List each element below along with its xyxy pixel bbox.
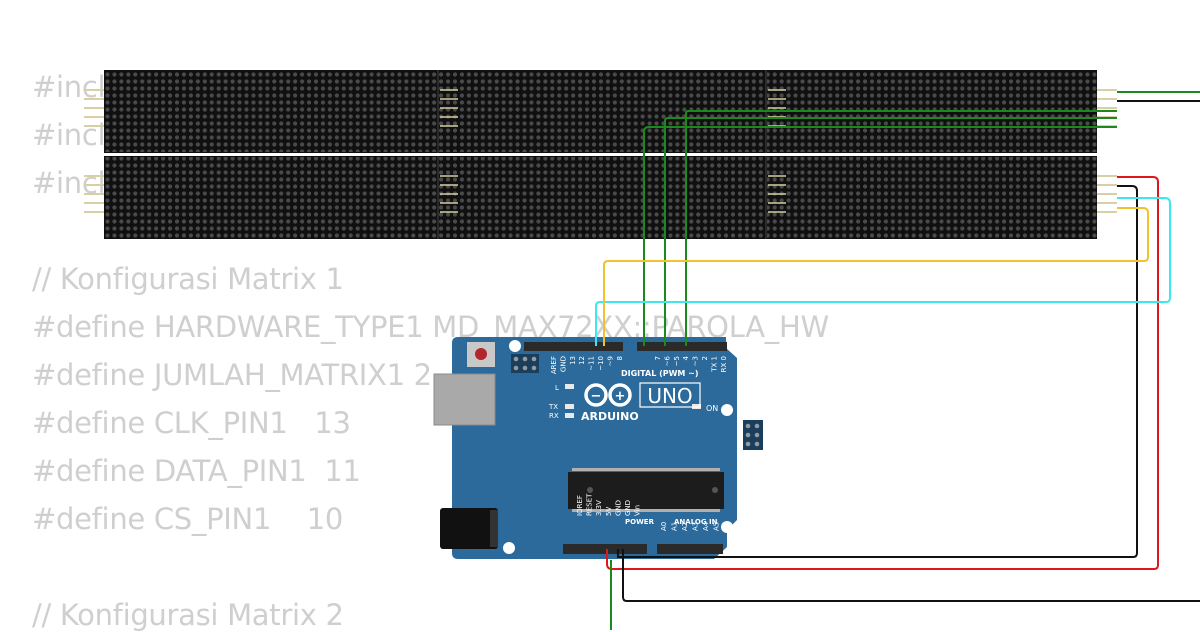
digital-header-left	[524, 342, 623, 351]
power-header	[563, 544, 647, 554]
led-tx	[565, 404, 574, 409]
pin-label: 7	[654, 356, 662, 360]
led-tx-label: TX	[548, 403, 558, 411]
pin-label: GND	[559, 356, 567, 372]
pin-label: 12	[578, 356, 586, 365]
pin-label: A0	[660, 522, 668, 531]
pin-label: A4	[702, 521, 710, 531]
pin-label: 4	[682, 355, 690, 360]
led-l	[565, 384, 574, 389]
usb-port	[433, 373, 496, 426]
pin-label: 5V	[605, 507, 613, 516]
svg-text:−: −	[591, 389, 602, 404]
digital-header-right	[637, 342, 727, 351]
code-line: #define HARDWARE_TYPE1 MD_MAX72XX::PAROL…	[32, 310, 829, 344]
matrix-1-right-pins	[1097, 89, 1117, 127]
pin-label: Vin	[634, 505, 642, 516]
pin-label: ~10	[597, 356, 605, 371]
pin-label: A3	[692, 522, 700, 531]
icsp-header	[511, 354, 539, 373]
led-rx	[565, 413, 574, 418]
pin-label: 3.3V	[595, 500, 603, 516]
wire-green[interactable]	[664, 117, 1117, 346]
matrix-2-left-pins	[84, 175, 104, 213]
mounting-hole	[509, 340, 521, 352]
mounting-hole	[721, 521, 733, 533]
pin-label: RX 0	[720, 356, 728, 372]
pin-label: ~9	[606, 356, 614, 366]
pin-label: 13	[569, 356, 577, 365]
pin-label: 8	[616, 356, 624, 360]
code-line: // Konfigurasi Matrix 2	[32, 598, 344, 632]
power-label: POWER	[625, 518, 655, 526]
digital-label: DIGITAL (PWM ~)	[621, 369, 699, 378]
code-line: #define CS_PIN1 10	[32, 502, 344, 536]
code-line: // Konfigurasi Matrix 1	[32, 262, 344, 296]
pin-label: ~6	[663, 355, 671, 366]
pin-label: ~5	[673, 356, 681, 366]
led-rx-label: RX	[549, 412, 559, 420]
pin-label: TX 1	[710, 356, 718, 373]
matrix-1-left-pins	[84, 89, 104, 127]
wire-black[interactable]	[617, 185, 1138, 558]
mounting-hole	[721, 404, 733, 416]
uno-label-box	[639, 382, 701, 408]
model-label: UNO	[647, 384, 692, 408]
wire-cyan[interactable]	[595, 197, 1171, 346]
brand-label: ARDUINO	[581, 410, 639, 423]
pin-label: RESET	[586, 493, 594, 516]
code-line: #define JUMLAH_MATRIX1 2	[32, 358, 432, 392]
wire-green[interactable]	[685, 110, 1117, 346]
on-label: ON	[706, 404, 718, 413]
led-matrix-2[interactable]	[84, 156, 1117, 239]
arduino-infinity-logo	[584, 383, 632, 407]
pin-label: GND	[614, 500, 622, 516]
matrix-2-leds	[104, 157, 1097, 238]
matrix-2-right-pins	[1097, 175, 1117, 213]
power-jack	[440, 508, 498, 549]
pin-label: GND	[624, 500, 632, 516]
reset-button-cap	[475, 348, 487, 360]
code-line: #define CLK_PIN1 13	[32, 406, 351, 440]
pin-label: A2	[681, 522, 689, 531]
atmega-chip	[568, 472, 724, 509]
wire-black[interactable]	[622, 549, 1200, 602]
pin-label: AREF	[550, 356, 558, 374]
svg-text:+: +	[615, 389, 626, 404]
wire-yellow[interactable]	[603, 207, 1149, 346]
led-l-label: L	[555, 384, 559, 392]
pin-label: ~11	[588, 356, 596, 371]
wire-red[interactable]	[606, 176, 1159, 570]
code-line: #define DATA_PIN1 11	[32, 454, 361, 488]
matrix-2-inner-pins	[440, 175, 786, 213]
mounting-hole	[503, 542, 515, 554]
arduino-uno-board[interactable]: − + UNO ARDUINO ON L TX RX DIGITAL (PWM …	[433, 337, 763, 559]
analog-header	[657, 544, 723, 554]
pin-label: A5	[713, 522, 721, 531]
chip-pins	[572, 468, 720, 512]
analog-label: ANALOG IN	[674, 518, 718, 526]
wires	[595, 91, 1200, 630]
pin-label: A1	[671, 522, 679, 531]
icsp-header-2	[743, 420, 763, 450]
pin-label: 2	[701, 356, 709, 360]
wire-green[interactable]	[643, 126, 1117, 346]
pin-label: ~3	[692, 356, 700, 366]
pin-label: IOREF	[576, 495, 584, 516]
